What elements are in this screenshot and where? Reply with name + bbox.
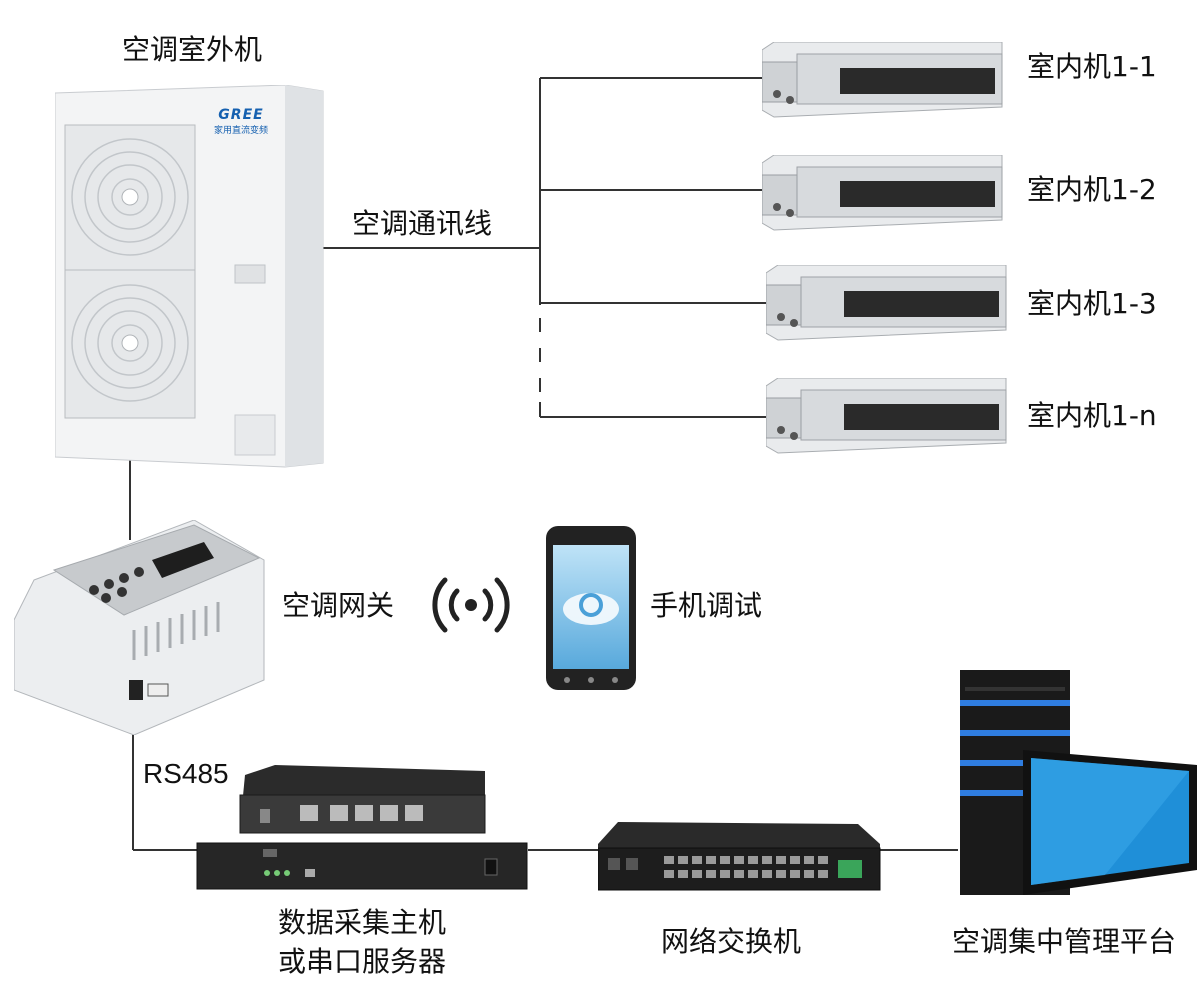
rs485-label: RS485 — [143, 758, 229, 789]
collector-label-line2: 或串口服务器 — [278, 945, 447, 978]
gateway-label: 空调网关 — [282, 589, 395, 622]
comm-line-label: 空调通讯线 — [352, 207, 493, 240]
indoor-unit-2-label: 室内机1-2 — [1027, 173, 1157, 206]
gree-logo: GREE 家用直流变频 — [213, 107, 268, 136]
indoor-unit-3[interactable] — [766, 265, 1011, 345]
outdoor-unit[interactable] — [55, 85, 325, 470]
indoor-unit-1-label: 室内机1-1 — [1027, 50, 1157, 83]
collector-label-line1: 数据采集主机 — [278, 906, 447, 939]
indoor-unit-n[interactable] — [766, 378, 1011, 458]
outdoor-unit-label: 空调室外机 — [122, 33, 263, 66]
gateway-device[interactable] — [14, 520, 274, 735]
indoor-unit-1[interactable] — [762, 42, 1007, 122]
data-collector-device[interactable] — [195, 765, 530, 890]
network-switch-device[interactable] — [598, 822, 882, 892]
platform-label: 空调集中管理平台 — [952, 925, 1177, 958]
indoor-unit-n-label: 室内机1-n — [1027, 399, 1157, 432]
indoor-unit-2[interactable] — [762, 155, 1007, 235]
switch-label: 网络交换机 — [661, 925, 802, 958]
management-platform-device[interactable] — [955, 665, 1200, 905]
wireless-signal-icon — [432, 577, 510, 633]
phone-debug-label: 手机调试 — [650, 589, 763, 622]
phone-device[interactable] — [545, 525, 637, 691]
indoor-unit-3-label: 室内机1-3 — [1027, 287, 1157, 320]
